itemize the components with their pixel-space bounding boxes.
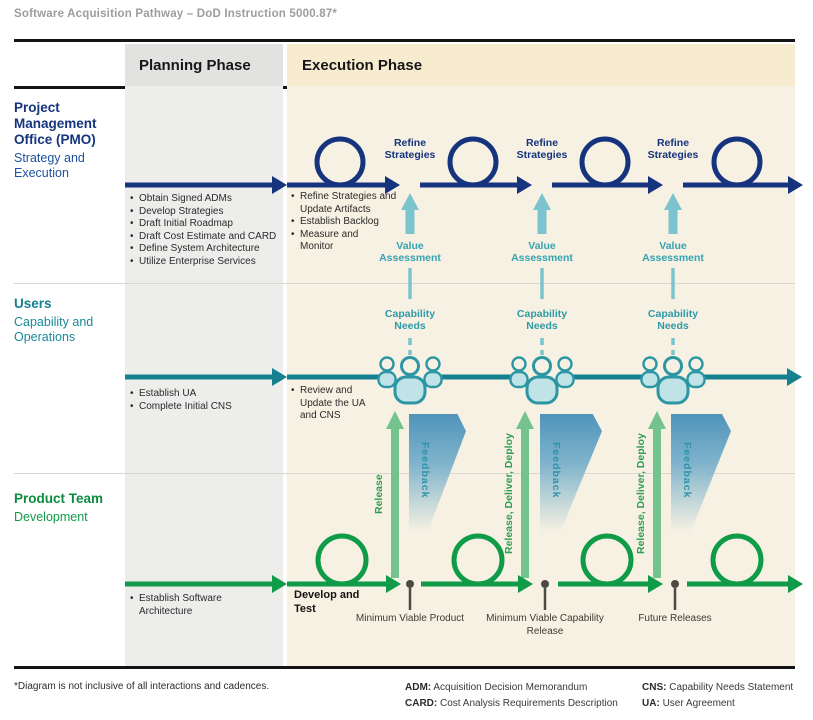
value-assessment-label: Value Assessment — [511, 240, 573, 264]
milestone-label-future-releases: Future Releases — [638, 613, 712, 624]
bullet-item: Refine Strategies and Update Artifacts — [291, 191, 403, 216]
lane-users-heading: Users Capability and Operations — [14, 296, 124, 345]
value-assessment-label: Value Assessment — [642, 240, 704, 264]
planning-phase-header: Planning Phase — [125, 44, 283, 86]
capability-needs-label: Capability Needs — [516, 308, 568, 332]
bullet-item: Draft Initial Roadmap — [130, 218, 282, 231]
refine-strategies-label: Refine Strategies — [516, 137, 568, 161]
users-title: Users — [14, 296, 52, 311]
legend-definition: Cost Analysis Requirements Description — [440, 697, 618, 709]
legend-term: CARD: — [405, 697, 438, 709]
legend-entry: ADM: Acquisition Decision Memorandum — [405, 680, 618, 696]
release-deliver-deploy-label: Release, Deliver, Deploy — [503, 433, 515, 555]
legend-definition: Capability Needs Statement — [669, 682, 794, 693]
bullet-item: Develop Strategies — [130, 206, 282, 219]
users-subtitle: Capability and Operations — [14, 315, 94, 344]
bullet-item: Review and Update the UA and CNS — [291, 385, 371, 423]
capability-needs-label: Capability Needs — [647, 308, 699, 332]
capability-needs-label: Capability Needs — [384, 308, 436, 332]
lane-product-heading: Product Team Development — [14, 491, 134, 525]
top-rule — [14, 39, 795, 42]
feedback-label: Feedback — [419, 442, 431, 499]
bottom-rule — [14, 666, 795, 669]
lane-divider-pmo-users — [14, 283, 795, 284]
legend-entry: CNS: Capability Needs Statement — [642, 680, 793, 696]
legend-term: ADM: — [405, 682, 432, 693]
execution-column-background — [287, 86, 795, 666]
bullet-item: Draft Cost Estimate and CARD — [130, 231, 282, 244]
execution-phase-header: Execution Phase — [287, 44, 795, 86]
milestone-label-mvcr: Minimum Viable Capability Release — [486, 613, 604, 637]
feedback-label: Feedback — [681, 442, 693, 499]
bullet-item: Establish UA — [130, 388, 282, 401]
planning-column-background — [125, 86, 283, 666]
feedback-label: Feedback — [550, 442, 562, 499]
bullet-item: Complete Initial CNS — [130, 401, 282, 414]
milestone-label-mvp: Minimum Viable Product — [355, 613, 465, 624]
pmo-title: Project Management Office (PMO) — [14, 100, 97, 147]
release-label: Release — [373, 474, 385, 514]
release-deliver-deploy-label: Release, Deliver, Deploy — [635, 433, 647, 555]
product-subtitle: Development — [14, 510, 88, 524]
legend-column-1: ADM: Acquisition Decision Memorandum CAR… — [405, 680, 618, 711]
bullet-item: Establish Backlog — [291, 216, 403, 229]
users-execution-bullets: Review and Update the UA and CNS — [291, 385, 371, 423]
legend-definition: User Agreement — [662, 697, 735, 709]
product-planning-bullets: Establish Software Architecture — [130, 593, 250, 618]
execution-phase-label: Execution Phase — [302, 56, 423, 74]
refine-strategies-label: Refine Strategies — [647, 137, 699, 161]
lane-divider-users-product — [14, 473, 795, 474]
lane-pmo-heading: Project Management Office (PMO) Strategy… — [14, 100, 124, 181]
legend-entry: UA: User Agreement — [642, 696, 793, 712]
legend-term: UA: — [642, 697, 660, 709]
refine-strategies-label: Refine Strategies — [384, 137, 436, 161]
diagram-title: Software Acquisition Pathway – DoD Instr… — [14, 8, 338, 20]
product-title: Product Team — [14, 491, 104, 506]
pmo-subtitle: Strategy and Execution — [14, 151, 85, 180]
legend-definition: Acquisition Decision Memorandum — [433, 682, 588, 693]
bullet-item: Obtain Signed ADMs — [130, 193, 282, 206]
bullet-item: Measure and Monitor — [291, 229, 372, 254]
planning-phase-label: Planning Phase — [139, 56, 251, 74]
legend-term: CNS: — [642, 682, 667, 693]
value-assessment-label: Value Assessment — [379, 240, 441, 264]
legend-entry: CARD: Cost Analysis Requirements Descrip… — [405, 696, 618, 712]
pmo-planning-bullets: Obtain Signed ADMs Develop Strategies Dr… — [130, 193, 282, 269]
bullet-item: Define System Architecture — [130, 243, 282, 256]
bullet-item: Utilize Enterprise Services — [130, 256, 282, 269]
pmo-execution-bullets: Refine Strategies and Update Artifacts E… — [291, 191, 403, 254]
develop-and-test-label: Develop and Test — [294, 589, 360, 615]
legend-column-2: CNS: Capability Needs Statement UA: User… — [642, 680, 793, 711]
footnote: *Diagram is not inclusive of all interac… — [14, 681, 270, 692]
users-planning-bullets: Establish UA Complete Initial CNS — [130, 388, 282, 413]
bullet-item: Establish Software Architecture — [130, 593, 250, 618]
